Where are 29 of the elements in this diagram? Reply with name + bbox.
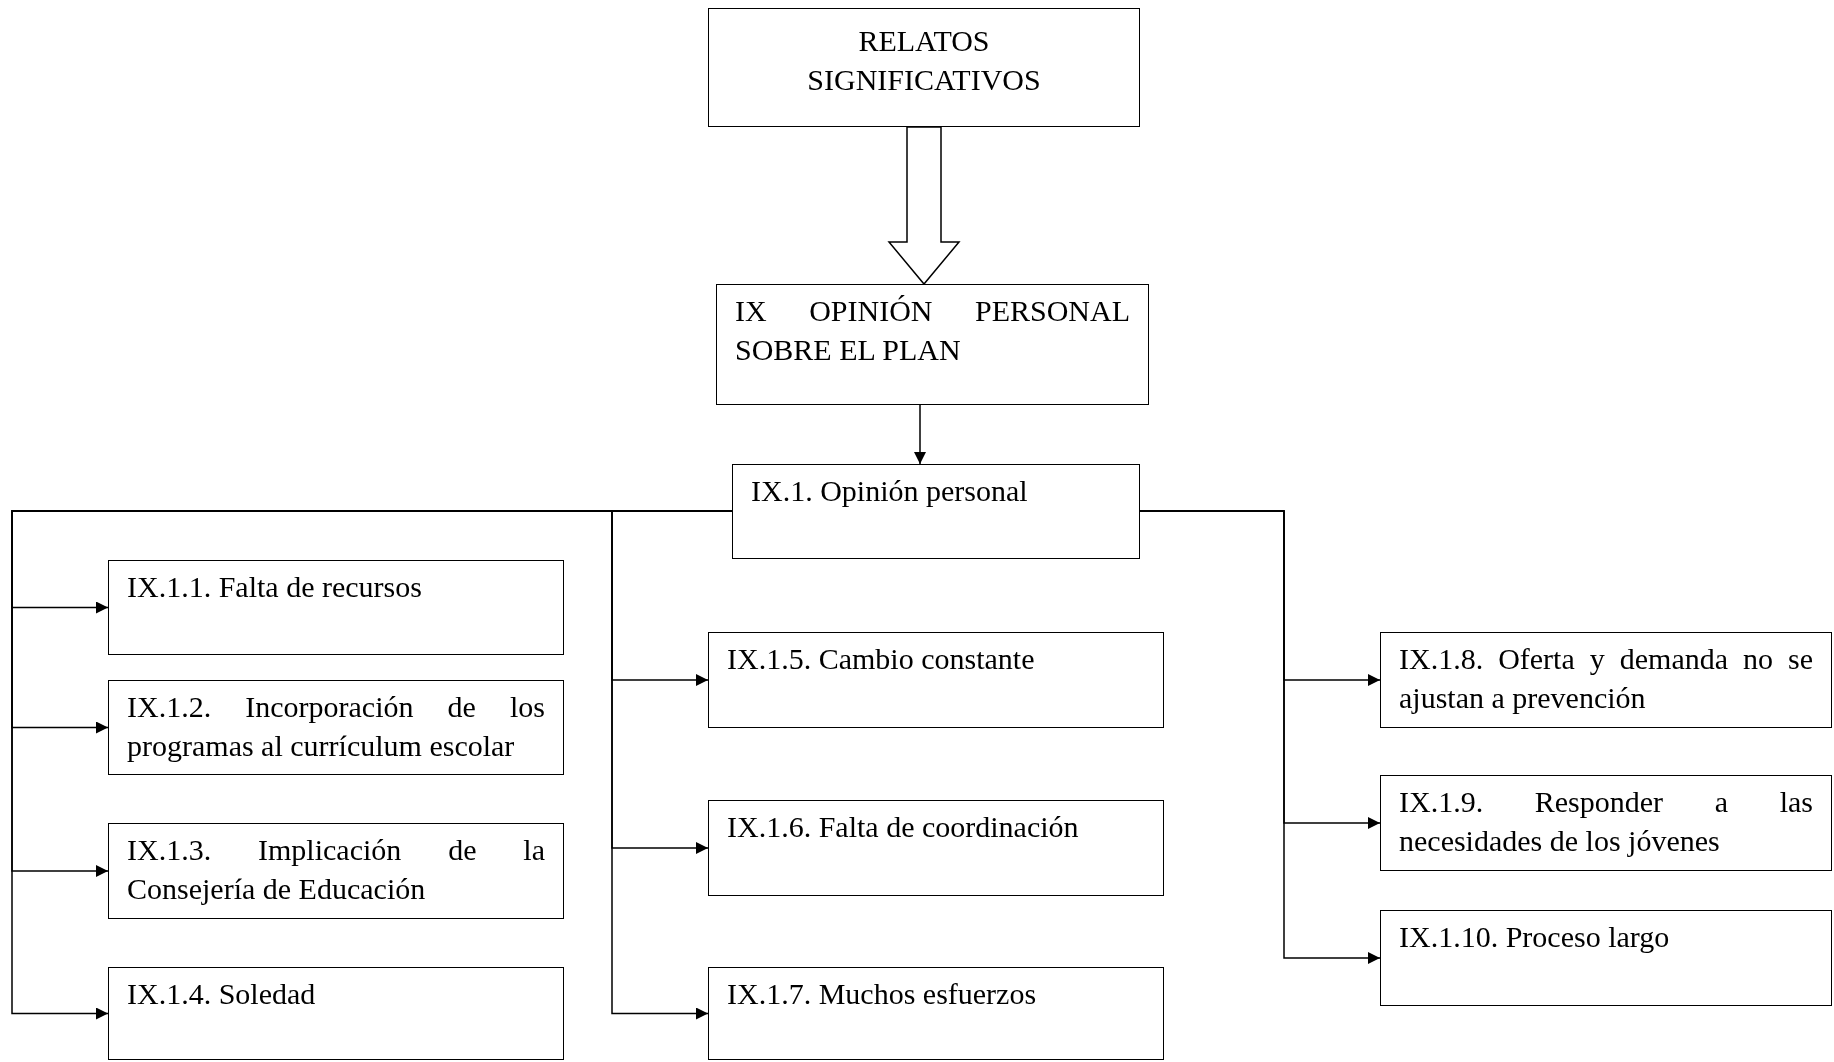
box-label: IX.1.1. Falta de recursos (127, 569, 423, 605)
box-label: IX.1.10. Proceso largo (1399, 919, 1671, 955)
category-box (108, 560, 564, 655)
box-label: IX.1.2. Incorporación de los programas al currículum escolar (127, 689, 545, 764)
category-box (708, 800, 1164, 896)
arrow (914, 404, 926, 465)
box-label: IX OPINIÓN PERSONAL SOBRE EL PLAN (735, 293, 1130, 368)
category-box (708, 8, 1140, 127)
category-box (732, 464, 1140, 559)
category-box (1380, 775, 1832, 871)
category-box (108, 967, 564, 1060)
box-label: IX.1.4. Soledad (127, 976, 317, 1012)
box-label: IX.1.8. Oferta y demanda no se ajustan a prevención (1399, 641, 1813, 716)
box-label: RELATOS SIGNIFICATIVOS (806, 23, 1042, 98)
category-box (108, 823, 564, 919)
box-label: IX.1.7. Muchos esfuerzos (727, 976, 1038, 1012)
category-box (716, 284, 1149, 405)
box-label: IX.1.3. Implicación de la Consejería de Educación (127, 832, 545, 907)
category-box (708, 632, 1164, 728)
block-arrow (887, 126, 961, 286)
category-box (108, 680, 564, 775)
box-label: IX.1.5. Cambio constante (727, 641, 1036, 677)
box-label: IX.1.9. Responder a las necesidades de los jóvenes (1399, 784, 1813, 859)
box-label: IX.1. Opinión personal (751, 473, 1029, 509)
category-box (708, 967, 1164, 1060)
box-label: IX.1.6. Falta de coordinación (727, 809, 1080, 845)
category-box (1380, 632, 1832, 728)
category-box (1380, 910, 1832, 1006)
arrow (1139, 510, 1381, 964)
